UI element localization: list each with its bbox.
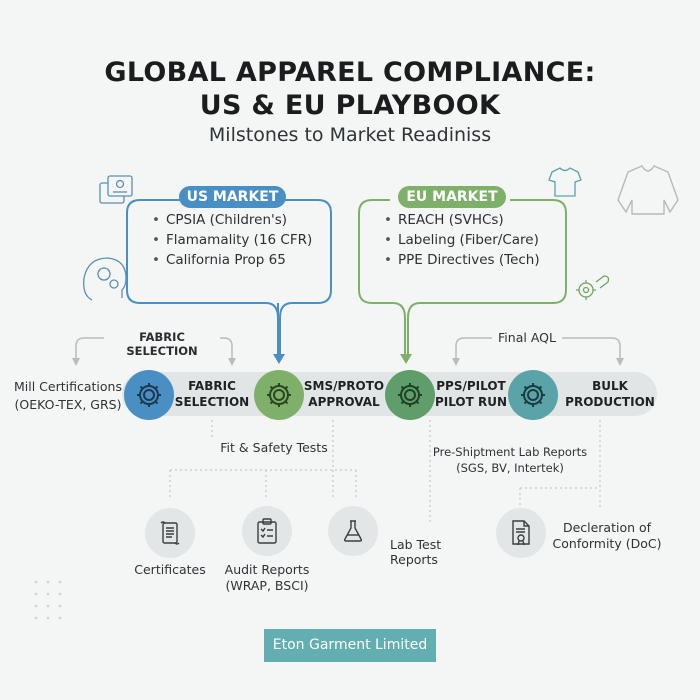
eu-arrowhead [400, 354, 412, 364]
us-market-item: California Prop 65 [152, 250, 312, 270]
mill-certifications-note: Mill Certifications (OEKO-TEX, GRS) [12, 378, 124, 414]
gear-icon [521, 383, 545, 407]
stage-label-line: FABRIC [188, 379, 236, 393]
stage-bulk-production-node [508, 370, 558, 420]
us-market-list: CPSIA (Children's) Flamamality (16 CFR) … [152, 210, 312, 270]
title-line-1: GLOBAL APPAREL COMPLIANCE: [104, 57, 596, 88]
title-line-2: US & EU PLAYBOOK [199, 90, 501, 121]
flask-icon [343, 520, 363, 542]
us-market-item: CPSIA (Children's) [152, 210, 312, 230]
stage-label-line: PPS/PILOT [436, 379, 506, 393]
scroll-icon [160, 521, 180, 545]
us-market-label: US MARKET [179, 186, 286, 208]
dot-grid [34, 580, 62, 620]
lab-test-node [328, 506, 378, 556]
certificate-icon [512, 520, 530, 546]
audit-reports-node [242, 506, 292, 556]
clipboard-icon [257, 518, 277, 544]
certificates-label: Certificates [134, 562, 206, 577]
doc-line2: Conformity (DoC) [552, 536, 662, 551]
gear-wrench-icon [576, 275, 610, 300]
fabric-selection-bracket-label: FABRIC SELECTION [126, 330, 198, 358]
lab-test-reports-label: Lab Test Reports [390, 537, 442, 567]
preship-line1: Pre-Shiptment Lab Reports [432, 445, 588, 459]
preship-line2: (SGS, BV, Intertek) [456, 461, 564, 475]
stage-label-line: PILOT RUN [434, 395, 508, 409]
tshirt-icon [548, 167, 582, 197]
stage-label-line: SELECTION [174, 395, 250, 409]
eu-market-item: REACH (SVHCs) [384, 210, 540, 230]
eu-market-item: Labeling (Fiber/Care) [384, 230, 540, 250]
stage-pps-pilot-label: PPS/PILOT PILOT RUN [430, 378, 512, 410]
certificates-node [145, 508, 195, 558]
final-aql-bracket [455, 337, 621, 362]
page-title: GLOBAL APPAREL COMPLIANCE: US & EU PLAYB… [0, 56, 700, 122]
stage-sms-proto-node [254, 370, 304, 420]
stage-bulk-production-label: BULK PRODUCTION [560, 378, 660, 410]
declaration-of-conformity-label: Decleration of Conformity (DoC) [552, 520, 662, 552]
stage-sms-proto-label: SMS/PROTO APPROVAL [302, 378, 386, 410]
stage-pps-pilot-node [385, 370, 435, 420]
gear-icon [267, 383, 291, 407]
stage-label-line: BULK [592, 379, 628, 393]
eu-market-callout [358, 199, 567, 358]
eu-market-list: REACH (SVHCs) Labeling (Fiber/Care) PPE … [384, 210, 540, 270]
mill-certifications-line1: Mill Certifications [14, 379, 122, 394]
fabric-selection-bracket [75, 337, 233, 362]
audit-reports-label: Audit Reports (WRAP, BSCI) [212, 562, 322, 594]
stage-label-line: SMS/PROTO [303, 379, 385, 393]
final-aql-label: Final AQL [498, 330, 556, 345]
mill-certifications-line2: (OEKO-TEX, GRS) [14, 397, 122, 412]
id-card-icon [99, 175, 133, 204]
eu-market-label: EU MARKET [398, 186, 506, 208]
stage-label-line: APPROVAL [308, 395, 380, 409]
audit-line2: (WRAP, BSCI) [225, 578, 309, 593]
dotted-connectors [169, 420, 601, 522]
audit-line1: Audit Reports [224, 562, 310, 577]
us-market-callout [126, 199, 332, 358]
us-arrowhead [273, 354, 285, 364]
head-gears-icon [83, 257, 127, 301]
doc-node [496, 508, 546, 558]
stage-fabric-selection-node [124, 370, 174, 420]
stage-fabric-selection-label: FABRIC SELECTION [170, 378, 254, 410]
sweater-icon [617, 165, 679, 215]
stage-label-line: PRODUCTION [565, 395, 655, 409]
page-subtitle: Milstones to Market Readiniss [208, 124, 492, 146]
preshipment-lab-reports-label: Pre-Shiptment Lab Reports (SGS, BV, Inte… [426, 444, 594, 476]
brand-logo: Eton Garment Limited [264, 629, 436, 662]
eu-market-item: PPE Directives (Tech) [384, 250, 540, 270]
gear-icon [398, 383, 422, 407]
us-market-item: Flamamality (16 CFR) [152, 230, 312, 250]
fit-safety-tests-label: Fit & Safety Tests [220, 440, 328, 455]
gear-icon [137, 383, 161, 407]
doc-line1: Decleration of [562, 520, 652, 535]
